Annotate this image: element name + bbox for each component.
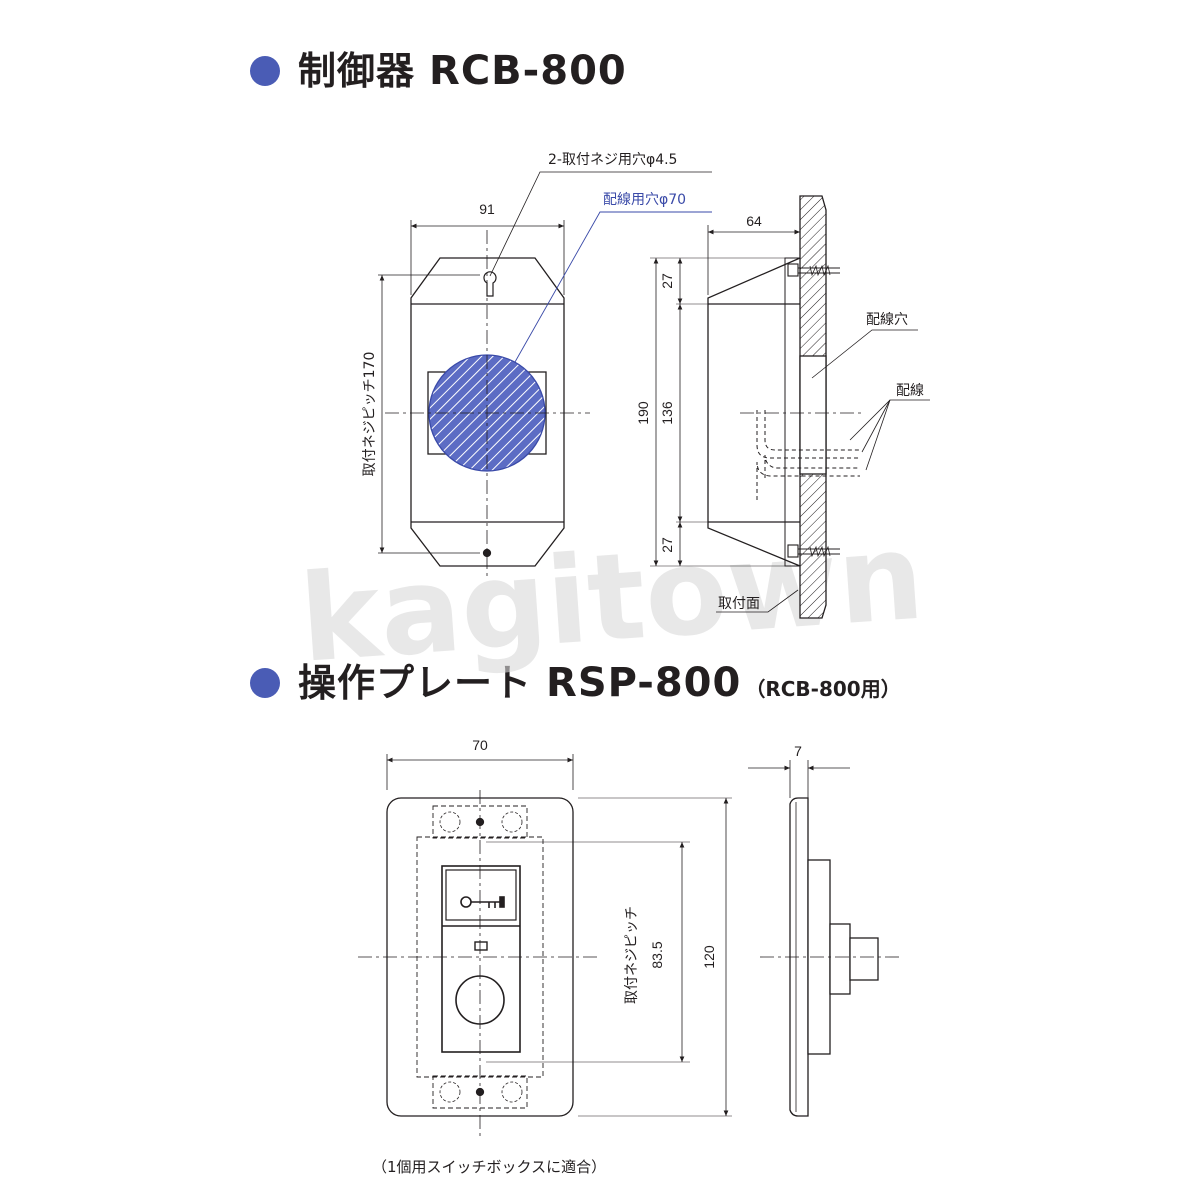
section-title-rcb: 制御器 RCB-800 [250,40,627,95]
dim-rsp-width: 70 [472,737,488,753]
dim-rcb-screw-pitch: 取付ネジピッチ170 [362,352,378,477]
dim-rcb-top: 27 [659,273,675,289]
label-wiring-hole: 配線用穴φ70 [603,192,686,208]
dim-rcb-mid: 136 [659,401,675,425]
label-mount-surface: 取付面 [718,596,760,612]
section-title-model: RSP-800 [546,660,742,706]
section-title-sub: （RCB-800用） [745,677,901,701]
label-wiring: 配線 [896,383,924,399]
rsp-front-view [358,754,732,1140]
dim-rsp-screw-pitch-value: 83.5 [649,941,665,968]
dim-rcb-width: 91 [479,201,495,217]
rcb-side-view [650,195,930,619]
watermark-text: kagitown [296,508,928,690]
section-title-rsp: 操作プレート RSP-800 （RCB-800用） [250,652,901,707]
indicator-led-icon [474,941,488,951]
dim-rcb-depth: 64 [746,213,762,229]
compatibility-note: （1個用スイッチボックスに適合） [372,1158,607,1176]
dim-rsp-screw-pitch-label: 取付ネジピッチ [624,906,640,1004]
key-icon [460,896,505,908]
section-title-ja: 操作プレート [298,661,533,705]
dim-rcb-height: 190 [635,401,651,425]
dim-rsp-thickness: 7 [794,743,802,759]
rsp-side-view [748,760,900,1117]
rcb-front-view [378,171,712,580]
dim-rsp-height: 120 [701,945,717,969]
label-screw-holes: 2-取付ネジ用穴φ4.5 [548,152,677,168]
bullet-icon [250,56,280,86]
label-wiring-opening: 配線穴 [866,312,908,328]
bullet-icon [250,668,280,698]
section-title-ja: 制御器 [298,49,416,93]
dim-rcb-bottom: 27 [659,537,675,553]
section-title-model: RCB-800 [429,48,627,94]
